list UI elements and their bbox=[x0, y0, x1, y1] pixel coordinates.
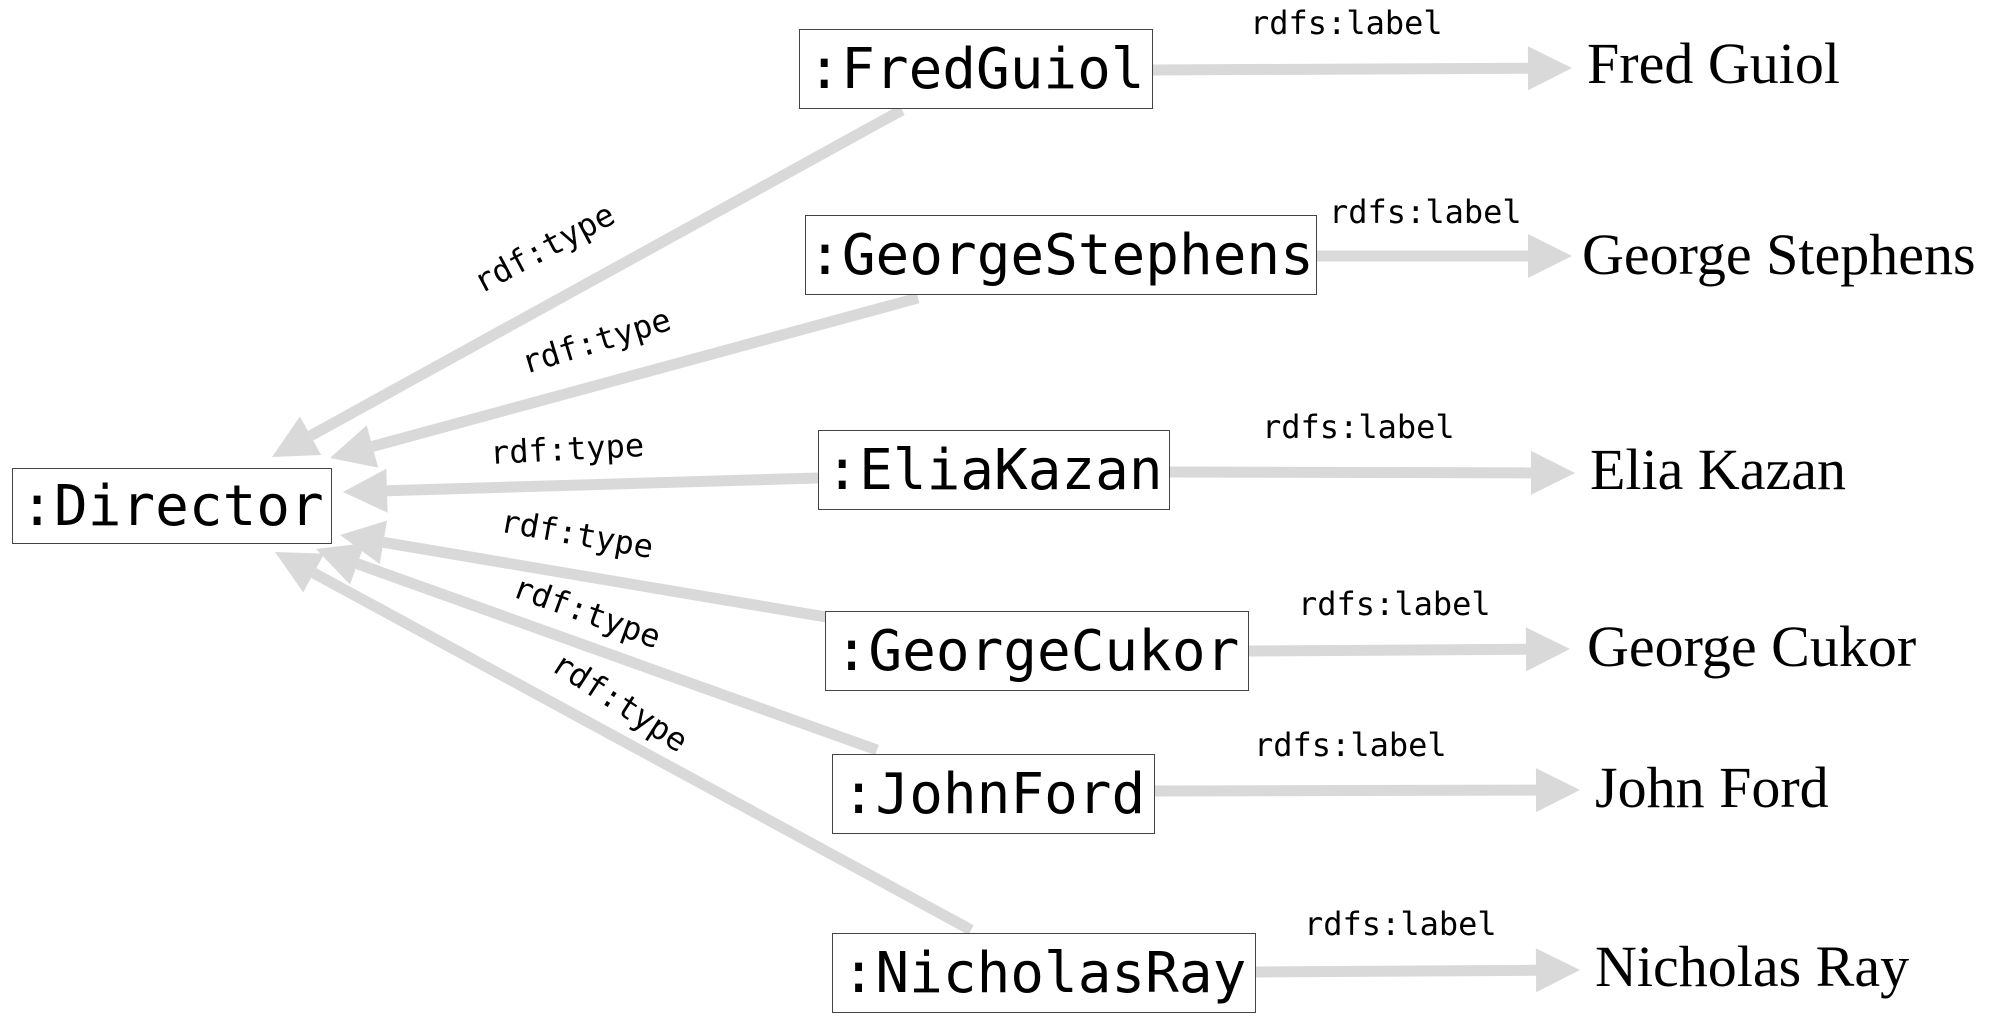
literal-john-ford: John Ford bbox=[1595, 755, 1829, 820]
rdf-type-arrow-john-ford-shaft bbox=[355, 558, 879, 756]
literal-nicholas-ray: Nicholas Ray bbox=[1595, 934, 1910, 999]
node-elia-kazan: :EliaKazan bbox=[818, 430, 1170, 510]
rdf-type-arrow-nicholas-ray bbox=[275, 552, 974, 935]
node-george-stephens: :GeorgeStephens bbox=[805, 215, 1317, 295]
rdfs-label-arrow-george-cukor-head bbox=[1525, 627, 1570, 672]
rdf-type-arrow-george-cukor bbox=[340, 520, 827, 623]
rdf-type-arrow-nicholas-ray-shaft bbox=[311, 568, 974, 935]
rdfs-label-arrow-john-ford-head bbox=[1535, 768, 1580, 813]
rdf-type-arrow-elia-kazan-shaft bbox=[386, 472, 819, 497]
rdf-type-arrow-george-stephens-head bbox=[330, 425, 379, 468]
rdf-type-arrow-john-ford-head bbox=[316, 543, 365, 585]
director-class-node: :Director bbox=[12, 468, 332, 544]
rdfs-label-edge-label: rdfs:label bbox=[1304, 905, 1497, 943]
rdf-type-arrow-fred-guiol-shaft bbox=[307, 105, 905, 441]
rdf-type-arrow-nicholas-ray-head bbox=[275, 552, 325, 593]
rdfs-label-edge-label: rdfs:label bbox=[1298, 585, 1491, 623]
rdfs-label-arrow-elia-kazan-head bbox=[1530, 450, 1575, 495]
rdfs-label-arrow-john-ford bbox=[1154, 768, 1580, 813]
rdfs-label-edge-label: rdfs:label bbox=[1250, 4, 1443, 42]
node-john-ford: :JohnFord bbox=[832, 754, 1155, 834]
node-nicholas-ray: :NicholasRay bbox=[832, 933, 1256, 1013]
rdf-type-edge-label: rdf:type bbox=[489, 425, 646, 473]
rdfs-label-arrow-george-cukor-shaft bbox=[1248, 643, 1527, 657]
rdfs-label-edge-label: rdfs:label bbox=[1329, 193, 1522, 231]
node-george-cukor: :GeorgeCukor bbox=[825, 611, 1249, 691]
rdf-type-arrow-john-ford bbox=[316, 543, 879, 756]
rdfs-label-arrow-george-cukor bbox=[1248, 627, 1570, 672]
rdf-type-arrow-fred-guiol-head bbox=[272, 416, 322, 457]
rdf-type-arrow-elia-kazan-head bbox=[343, 468, 388, 513]
rdfs-label-edge-label: rdfs:label bbox=[1254, 726, 1447, 764]
node-fred-guiol: :FredGuiol bbox=[799, 29, 1153, 109]
rdfs-label-arrow-nicholas-ray-head bbox=[1535, 948, 1580, 993]
rdfs-label-arrow-fred-guiol-shaft bbox=[1152, 62, 1529, 76]
rdfs-label-edge-label: rdfs:label bbox=[1262, 408, 1455, 446]
rdf-type-arrow-george-cukor-shaft bbox=[382, 536, 827, 623]
rdf-type-arrow-george-stephens-shaft bbox=[371, 292, 920, 452]
rdfs-label-arrow-george-stephens bbox=[1317, 234, 1572, 278]
rdfs-label-arrow-george-stephens-head bbox=[1528, 234, 1572, 278]
rdf-type-arrow-fred-guiol bbox=[272, 105, 905, 457]
literal-elia-kazan: Elia Kazan bbox=[1590, 437, 1847, 502]
rdfs-label-arrow-nicholas-ray bbox=[1255, 948, 1580, 993]
literal-fred-guiol: Fred Guiol bbox=[1587, 31, 1840, 96]
rdfs-label-arrow-elia-kazan-shaft bbox=[1169, 466, 1532, 479]
literal-george-cukor: George Cukor bbox=[1587, 614, 1917, 679]
rdfs-label-arrow-nicholas-ray-shaft bbox=[1255, 964, 1537, 978]
rdf-type-arrow-elia-kazan bbox=[343, 468, 819, 513]
rdf-type-arrow-george-cukor-head bbox=[340, 520, 388, 565]
rdfs-label-arrow-fred-guiol bbox=[1152, 46, 1572, 91]
literal-george-stephens: George Stephens bbox=[1582, 222, 1976, 287]
rdfs-label-arrow-elia-kazan bbox=[1169, 450, 1575, 495]
rdfs-label-arrow-john-ford-shaft bbox=[1154, 784, 1537, 797]
rdfs-label-arrow-fred-guiol-head bbox=[1527, 46, 1572, 91]
rdf-type-arrow-george-stephens bbox=[330, 292, 920, 468]
